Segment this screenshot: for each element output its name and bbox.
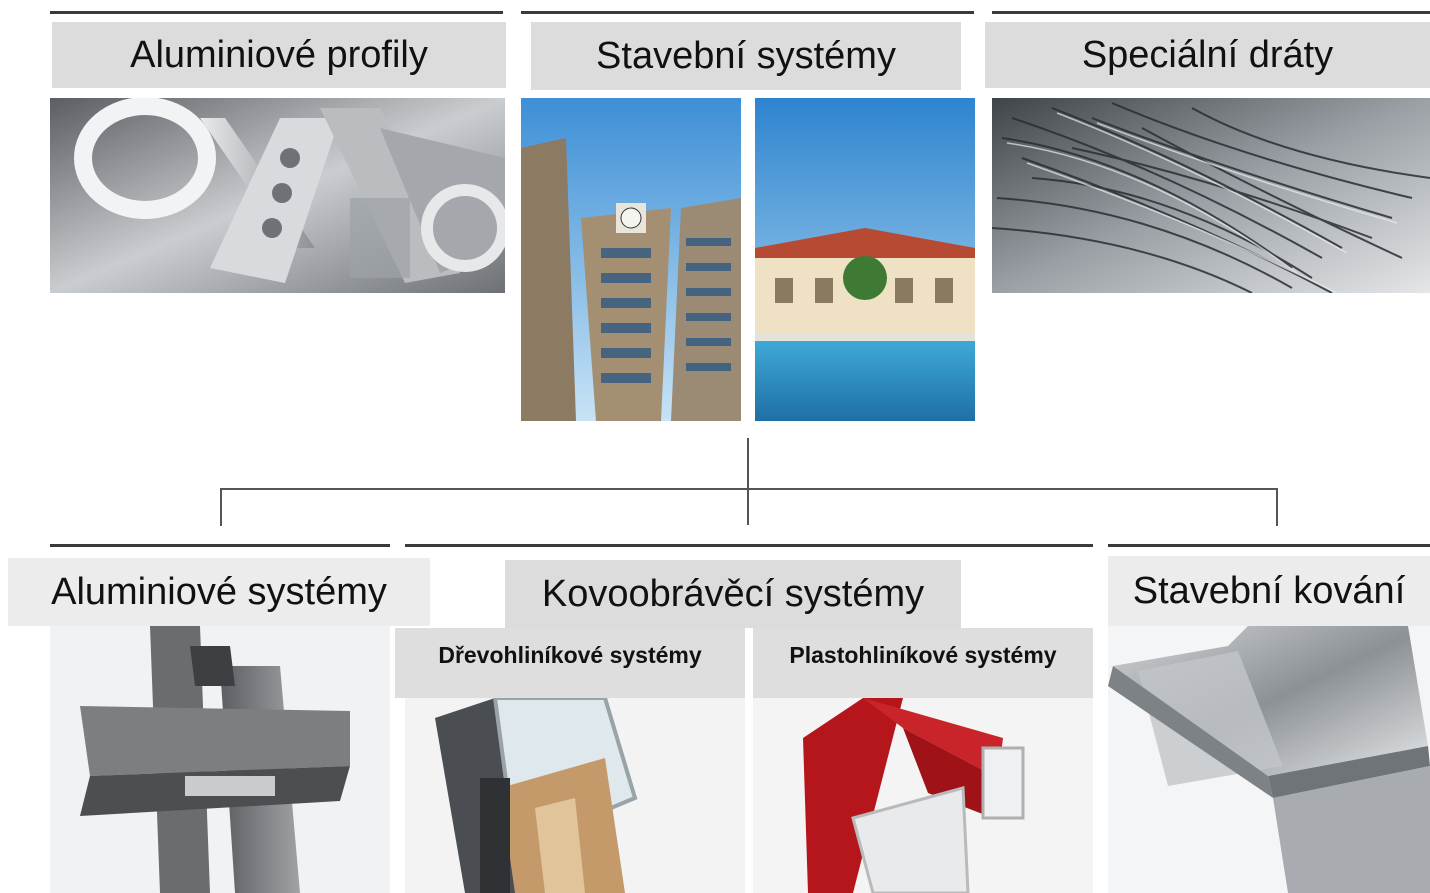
- aluminum-systems-image: [50, 626, 390, 893]
- special-wires-image: [992, 98, 1430, 293]
- villa-image: [755, 98, 975, 421]
- label-special-wires: Speciální dráty: [985, 22, 1430, 88]
- top-rule-right: [992, 11, 1430, 14]
- connector-right-drop: [1276, 488, 1278, 526]
- skyscraper-image: [521, 98, 741, 421]
- window-sill-image: [1108, 626, 1430, 893]
- label-building-systems: Stavební systémy: [531, 22, 961, 90]
- label-building-hardware: Stavební kování: [1108, 556, 1430, 626]
- bottom-rule-right: [1108, 544, 1430, 547]
- aluminum-profiles-image: [50, 98, 505, 293]
- top-rule-left: [50, 11, 503, 14]
- top-rule-center: [521, 11, 974, 14]
- connector-vertical-main: [747, 438, 749, 525]
- wood-aluminum-window-image: [405, 698, 745, 893]
- bottom-rule-left: [50, 544, 390, 547]
- connector-horizontal: [220, 488, 1277, 490]
- bottom-rule-center: [405, 544, 1093, 547]
- label-wood-aluminum-systems: Dřevohliníkové systémy: [395, 628, 745, 698]
- label-plastic-aluminum-systems: Plastohliníkové systémy: [753, 628, 1093, 698]
- label-aluminum-profiles: Aluminiové profily: [52, 22, 506, 88]
- label-metalworking-systems: Kovoobrávěcí systémy: [505, 560, 961, 628]
- plastic-aluminum-window-image: [753, 698, 1093, 893]
- connector-left-drop: [220, 488, 222, 526]
- label-aluminum-systems: Aluminiové systémy: [8, 558, 430, 626]
